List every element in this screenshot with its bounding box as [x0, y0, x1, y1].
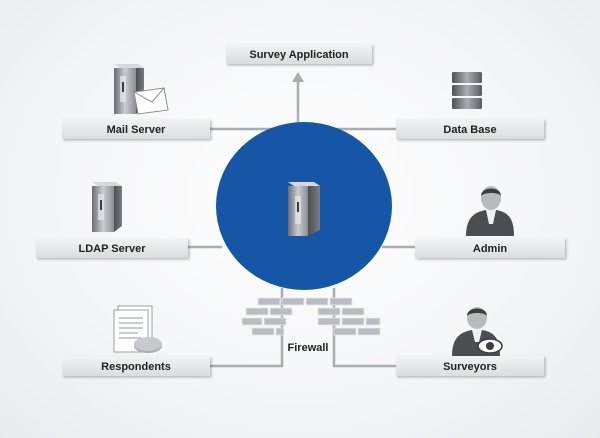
brick-wall-icon: [241, 297, 381, 336]
node-respondents: [62, 356, 210, 376]
firewall-label: Firewall: [288, 342, 329, 354]
data-base-label: Data Base: [443, 124, 496, 136]
mail-server-icon: [114, 64, 169, 115]
arrow-head: [292, 72, 304, 82]
user-eye-icon: [452, 307, 503, 356]
server-icon: [288, 182, 320, 236]
document-icon: [113, 305, 162, 353]
hub: [216, 122, 392, 290]
node-data-base: [396, 119, 544, 139]
database-icon: [452, 72, 482, 109]
ldap-server-label: LDAP Server: [78, 243, 146, 255]
node-mail-server: [62, 119, 210, 139]
admin-label: Admin: [473, 243, 508, 255]
node-surveyors: [396, 356, 544, 376]
mail-server-label: Mail Server: [107, 124, 166, 136]
server-icon: [92, 182, 122, 232]
user-icon: [466, 186, 514, 236]
respondents-label: Respondents: [101, 361, 171, 373]
survey-application-label: Survey Application: [249, 49, 349, 61]
node-admin: [415, 238, 565, 258]
surveyors-label: Surveyors: [443, 361, 497, 373]
node-survey-application: [226, 44, 372, 64]
node-ldap-server: [36, 238, 188, 258]
